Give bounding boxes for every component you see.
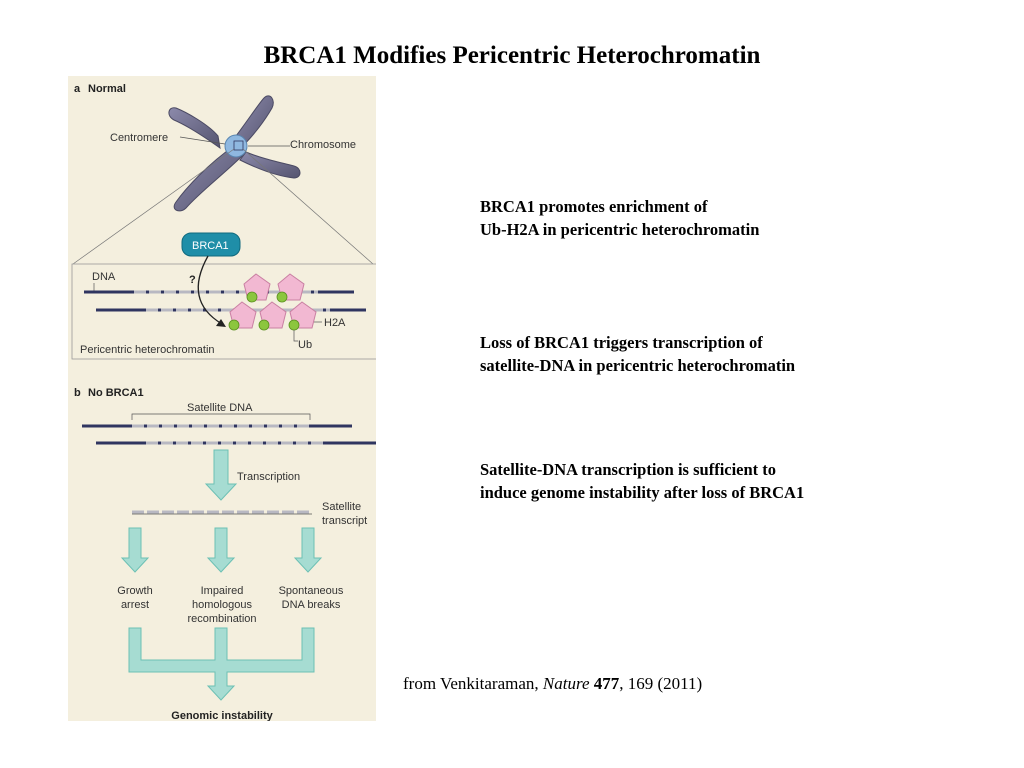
statement-3-line2: induce genome instability after loss of …	[480, 483, 805, 502]
dna-breaks-arrow-icon	[293, 527, 323, 573]
brca1-arrow	[197, 255, 223, 325]
statement-2: Loss of BRCA1 triggers transcription of …	[480, 331, 960, 377]
citation-prefix: from Venkitaraman,	[403, 674, 543, 693]
question-mark: ?	[189, 274, 196, 286]
statement-1-line2: Ub-H2A in pericentric heterochromatin	[480, 220, 760, 239]
ub-dot-icon	[258, 319, 270, 331]
outcome-growth-line2: arrest	[121, 599, 149, 611]
statement-2-line2: satellite-DNA in pericentric heterochrom…	[480, 356, 796, 375]
citation: from Venkitaraman, Nature 477, 169 (2011…	[403, 674, 702, 694]
outcome-breaks-line1: Spontaneous	[279, 585, 344, 597]
outcome-breaks-line2: DNA breaks	[282, 599, 341, 611]
pericentric-label: Pericentric heterochromatin	[80, 344, 215, 356]
centromere-leader	[179, 136, 226, 145]
statement-3-line1: Satellite-DNA transcription is sufficien…	[480, 460, 777, 479]
growth-arrest-arrow-icon	[120, 527, 150, 573]
brca1-figure: a Normal Centromere Chromosome BRCA1 DNA	[68, 76, 376, 721]
panel-a-letter: a	[74, 83, 81, 95]
panel-b-letter: b	[74, 387, 81, 399]
citation-journal: Nature	[542, 674, 590, 693]
chromosome-icon	[168, 95, 301, 212]
dna-label: DNA	[92, 271, 116, 283]
statement-1: BRCA1 promotes enrichment of Ub-H2A in p…	[480, 195, 960, 241]
citation-rest: , 169 (2011)	[619, 674, 703, 693]
slide-title: BRCA1 Modifies Pericentric Heterochromat…	[263, 42, 761, 69]
panel-a-heading: Normal	[88, 83, 126, 95]
transcription-arrow-icon	[204, 449, 238, 501]
h2a-label: H2A	[324, 317, 346, 329]
statement-1-line1: BRCA1 promotes enrichment of	[480, 197, 708, 216]
chromosome-label: Chromosome	[290, 139, 356, 151]
satellite-bracket	[131, 413, 311, 420]
brca1-arrow-head	[216, 319, 226, 327]
recombination-arrow-icon	[206, 527, 236, 573]
ub-dot-icon	[246, 291, 258, 303]
ub-dot-icon	[276, 291, 288, 303]
ub-leader	[293, 330, 298, 342]
brca1-box-label: BRCA1	[192, 240, 229, 252]
zoom-line-left	[72, 148, 235, 265]
panel-b-heading: No BRCA1	[88, 387, 144, 399]
figure-canvas: a Normal Centromere Chromosome BRCA1 DNA	[71, 83, 376, 721]
citation-volume: 477	[593, 674, 620, 693]
outcome-growth-line1: Growth	[117, 585, 152, 597]
zoom-line-right	[242, 148, 374, 265]
zoom-box	[233, 140, 244, 151]
satellite-dna-label: Satellite DNA	[187, 402, 253, 414]
brca1-box	[181, 232, 241, 257]
ub-dot-icon	[228, 319, 240, 331]
satellite-transcript-line2: transcript	[322, 515, 367, 527]
centromere-label: Centromere	[110, 132, 168, 144]
convergence-arrow-icon	[128, 627, 315, 701]
statement-2-line1: Loss of BRCA1 triggers transcription of	[480, 333, 763, 352]
statement-3: Satellite-DNA transcription is sufficien…	[480, 458, 960, 504]
ub-label: Ub	[298, 339, 312, 351]
outcome-recombination-line1: Impaired	[201, 585, 244, 597]
outcome-recombination-line2: homologous	[192, 599, 252, 611]
ub-dot-icon	[288, 319, 300, 331]
genomic-instability-label: Genomic instability	[171, 710, 273, 721]
satellite-transcript-line1: Satellite	[322, 501, 361, 513]
centromere-icon	[224, 134, 248, 158]
histone-cluster	[228, 273, 317, 331]
outcome-recombination-line3: recombination	[187, 613, 256, 625]
transcription-label: Transcription	[237, 471, 300, 483]
